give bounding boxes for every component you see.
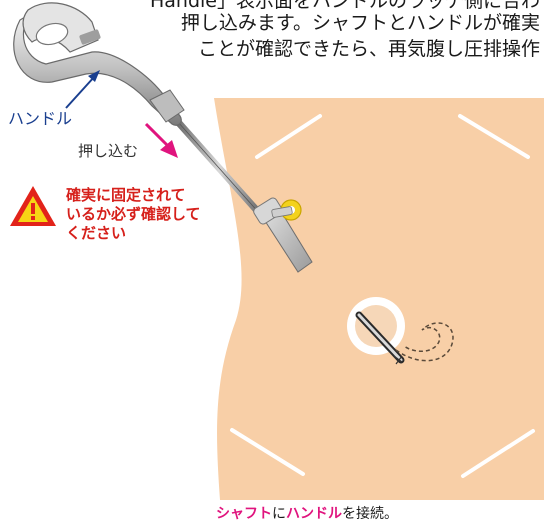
caption-handle: ハンドル <box>286 506 342 522</box>
caption-particle-ni: に <box>272 506 286 522</box>
caption-connect: を接続。 <box>342 506 398 522</box>
incision-lower-left <box>230 428 305 476</box>
warning-triangle-icon <box>10 186 56 226</box>
instruction-line-2: 押し込みます。シャフトとハンドルが確実 <box>180 12 540 34</box>
figure-caption: シャフトにハンドルを接続。 <box>216 503 398 523</box>
internal-retractor-dashed <box>395 322 454 362</box>
push-direction-arrow <box>144 122 178 158</box>
incision-marks <box>230 114 535 478</box>
warning-line-3: ください <box>66 224 127 242</box>
incision-upper-right <box>458 114 530 159</box>
caption-shaft: シャフト <box>216 506 272 522</box>
umbilical-port <box>347 297 454 365</box>
shaft <box>174 118 264 218</box>
incision-lower-right <box>461 429 535 478</box>
warning-line-1: 確実に固定されて <box>66 186 186 204</box>
handle-label: ハンドル <box>8 109 73 128</box>
handle <box>13 2 185 126</box>
warning-line-2: いるか必ず確認して <box>66 205 201 223</box>
instruction-line-3: ことが確認できたら、再気腹し圧排操作 <box>197 38 540 60</box>
incision-upper-left <box>255 114 322 159</box>
instruction-line-1: Handle」表示面をハンドルのラッチ側に合わ <box>149 0 540 12</box>
push-label: 押し込む <box>78 142 139 160</box>
warning-text: 確実に固定されて いるか必ず確認して ください <box>66 186 201 243</box>
handle-ring-hole <box>35 22 69 46</box>
trocar-cannula <box>253 197 313 273</box>
handle-pointer-arrow <box>65 70 100 109</box>
